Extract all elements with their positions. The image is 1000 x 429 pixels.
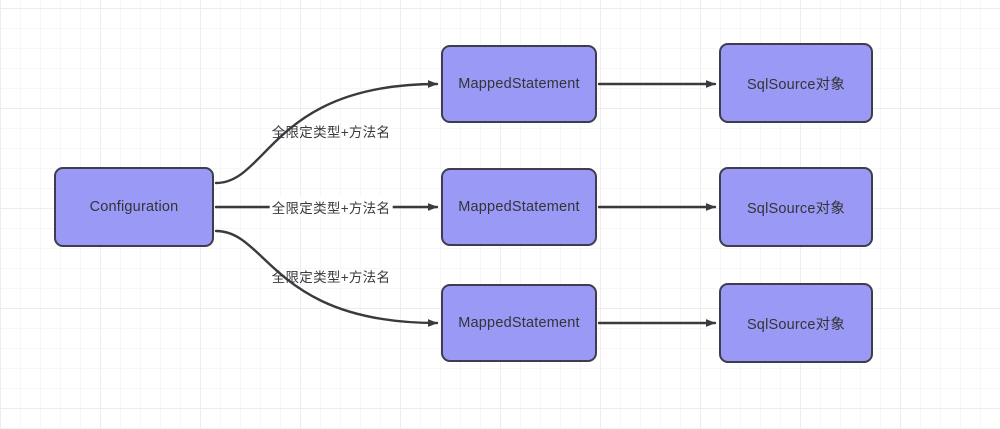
edge-label-config-to-ms1: 全限定类型+方法名 xyxy=(271,125,391,140)
edge-label-config-to-ms3: 全限定类型+方法名 xyxy=(271,270,391,285)
node-mapped-statement-3[interactable]: MappedStatement xyxy=(441,284,597,362)
node-label-mapped-statement-1: MappedStatement xyxy=(458,76,580,92)
node-label-configuration: Configuration xyxy=(89,199,179,215)
node-label-sql-source-3: SqlSource对象 xyxy=(746,316,846,333)
node-sql-source-1[interactable]: SqlSource对象 xyxy=(719,43,873,123)
node-sql-source-2[interactable]: SqlSource对象 xyxy=(719,167,873,247)
node-mapped-statement-2[interactable]: MappedStatement xyxy=(441,168,597,246)
node-configuration[interactable]: Configuration xyxy=(54,167,214,247)
node-sql-source-3[interactable]: SqlSource对象 xyxy=(719,283,873,363)
node-label-sql-source-1: SqlSource对象 xyxy=(746,76,846,93)
edge-label-config-to-ms2: 全限定类型+方法名 xyxy=(269,197,393,217)
node-label-mapped-statement-3: MappedStatement xyxy=(458,315,580,331)
node-label-mapped-statement-2: MappedStatement xyxy=(458,199,580,215)
node-label-sql-source-2: SqlSource对象 xyxy=(746,200,846,217)
node-mapped-statement-1[interactable]: MappedStatement xyxy=(441,45,597,123)
